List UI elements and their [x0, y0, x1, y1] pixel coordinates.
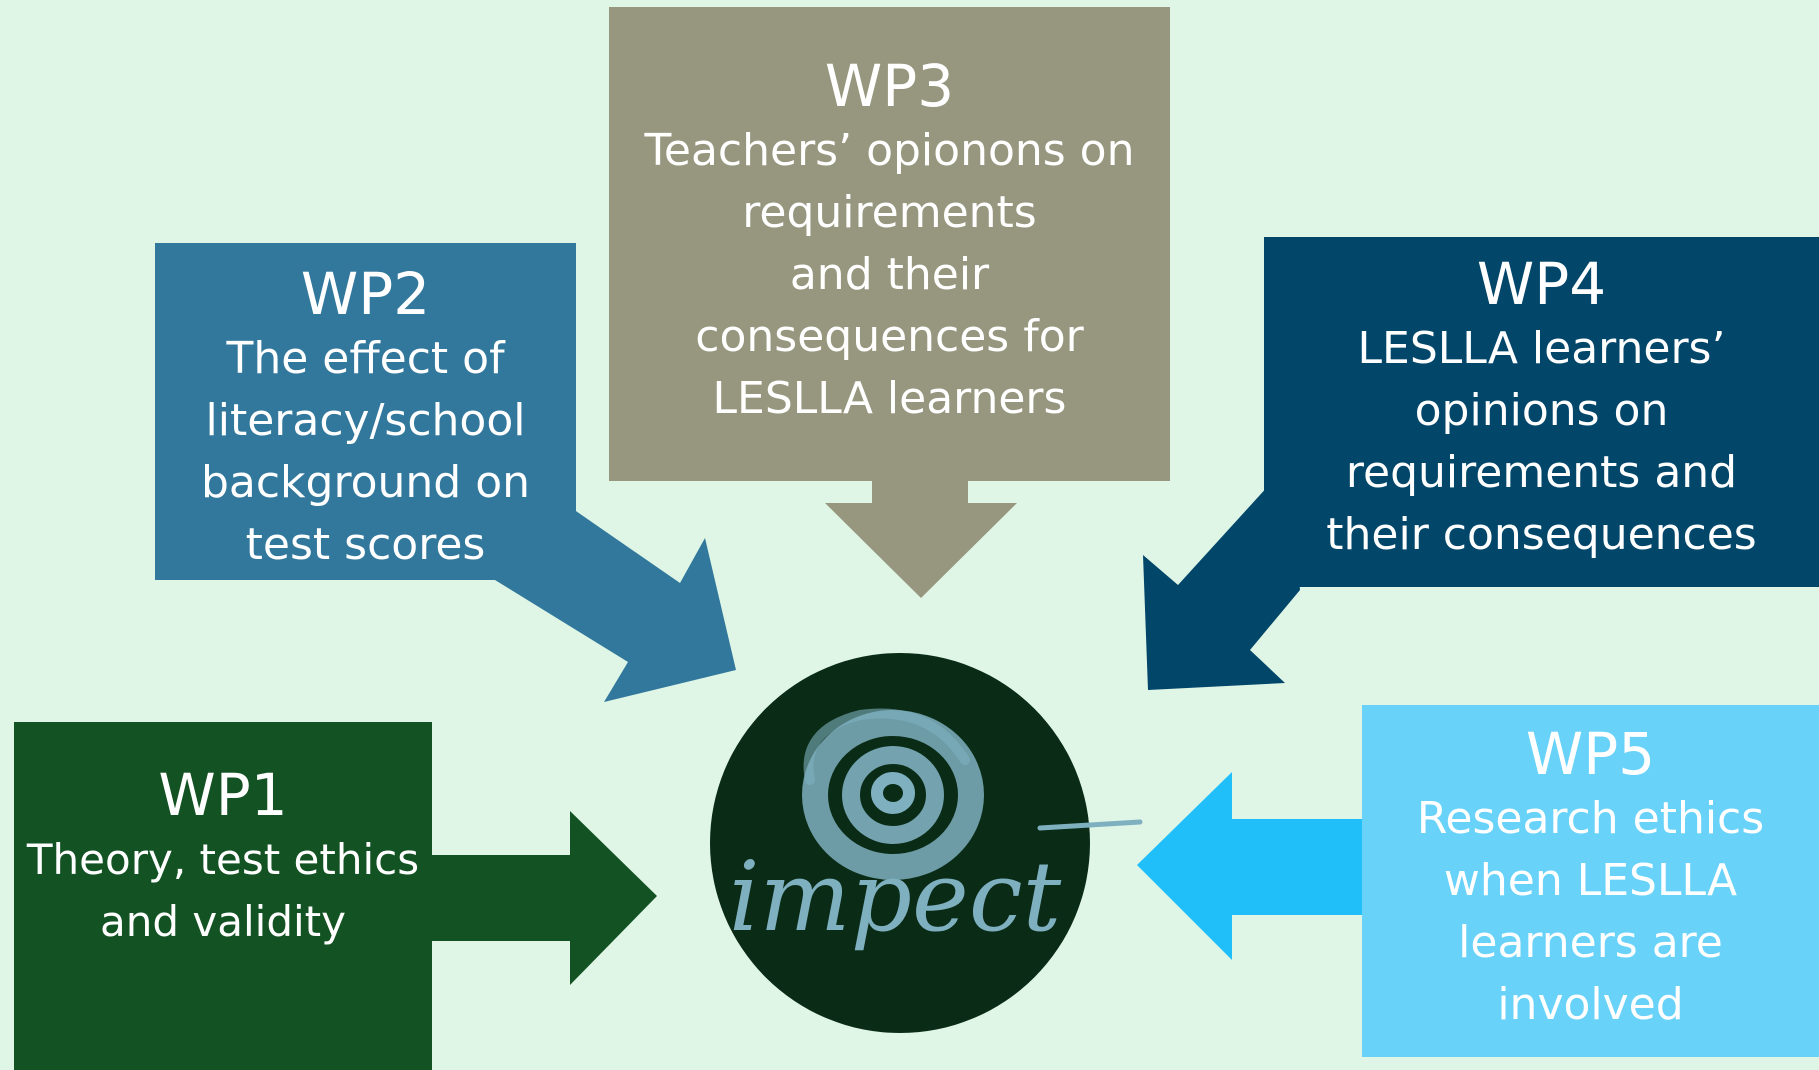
- wp3-description: Teachers’ opiоnons on requirements and t…: [644, 124, 1135, 424]
- swirl-icon: [802, 708, 1143, 880]
- wp3-box-shape: [609, 7, 1170, 481]
- wp2-box-shape: [155, 243, 576, 580]
- wp1-title: WP1: [158, 761, 288, 829]
- wp1-box-shape: [14, 722, 432, 1070]
- wp2-description: The effect of literacy/school background…: [200, 332, 531, 570]
- wp1-box: WP1 Theory, test ethics and validity: [14, 722, 432, 1070]
- wp4-description: LESLLA learners’ opinions on requirement…: [1326, 322, 1757, 560]
- wp5-title: WP5: [1525, 720, 1656, 788]
- wp3-title: WP3: [824, 52, 955, 120]
- wp5-box: WP5 Research ethics when LESLLA learners…: [1362, 705, 1819, 1057]
- wp5-description: Research ethics when LESLLA learners are…: [1416, 792, 1765, 1030]
- wp3-arrow: [825, 478, 1017, 598]
- wp5-arrow: [1137, 772, 1365, 960]
- wp4-box-shape: [1264, 237, 1819, 587]
- logo-wordmark: impect: [729, 841, 1062, 953]
- wp4-arrow: [1143, 462, 1300, 690]
- wp5-box-shape: [1362, 705, 1819, 1057]
- wp2-title: WP2: [300, 260, 431, 328]
- wp1-arrow: [430, 811, 657, 985]
- wp4-box: WP4 LESLLA learners’ opinions on require…: [1264, 237, 1819, 587]
- wp3-box: WP3 Teachers’ opiоnons on requirements a…: [609, 7, 1170, 481]
- wp4-title: WP4: [1476, 250, 1607, 318]
- wp2-box: WP2 The effect of literacy/school backgr…: [155, 243, 576, 580]
- wp1-description: Theory, test ethics and validity: [26, 834, 420, 946]
